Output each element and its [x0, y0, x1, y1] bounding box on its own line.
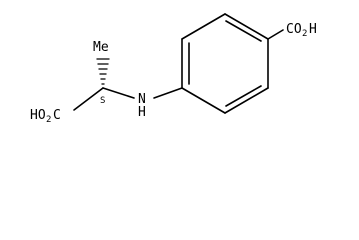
stereo-descriptor: S	[100, 96, 105, 106]
carboxyl-group-ring: CO 2 H	[286, 22, 317, 39]
bond-nitrogen-chiral-c	[102, 87, 135, 99]
nitrogen-label: N	[138, 92, 146, 107]
carboxyl-group-left: HO 2 C	[30, 108, 61, 125]
molecule-diagram: CO 2 H Me N H S HO 2 C	[30, 13, 317, 125]
structure-canvas: CO 2 H Me N H S HO 2 C	[30, 13, 317, 125]
benzene-ring	[181, 13, 269, 114]
ring-bond	[181, 87, 226, 114]
methyl-label: Me	[93, 40, 109, 55]
carboxyl-left-c: C	[53, 108, 61, 123]
carboxyl-left-ho: HO	[30, 108, 46, 123]
bond-ring-carboxyl	[267, 29, 284, 40]
carboxyl-left-subscript: 2	[46, 115, 51, 125]
bond-chiral-c-carboxyl	[73, 87, 104, 111]
ring-bond	[224, 13, 269, 40]
bond-ring-nitrogen	[153, 87, 183, 99]
ring-bond	[224, 87, 269, 114]
nitrogen-hydrogen-label: H	[138, 105, 146, 120]
ring-double-bond	[225, 20, 262, 42]
ring-double-bond	[225, 85, 262, 107]
ring-bond	[181, 13, 226, 40]
carboxyl-ring-subscript: 2	[302, 29, 307, 39]
carboxyl-ring-h: H	[309, 22, 317, 37]
hashed-wedge	[96, 58, 110, 85]
carboxyl-ring-co: CO	[286, 22, 302, 37]
